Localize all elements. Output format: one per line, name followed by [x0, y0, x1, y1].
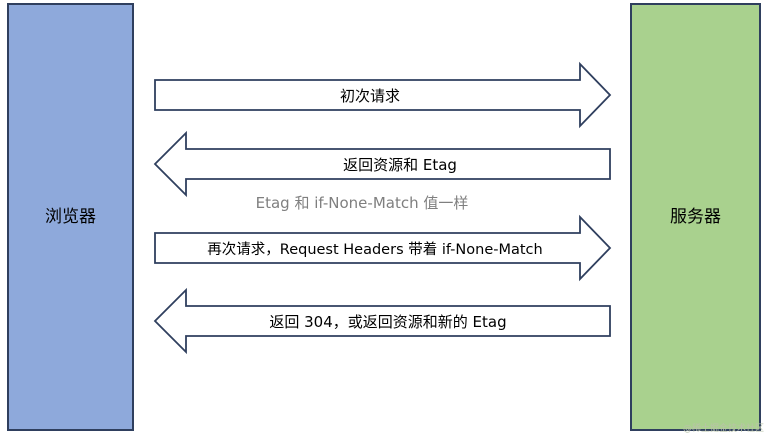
server-label: 服务器	[670, 207, 721, 227]
left-arrow-shape	[153, 130, 611, 198]
right-arrow-shape	[154, 61, 612, 129]
arrow-return-resource: 返回资源和 Etag	[153, 130, 611, 198]
server-node: 服务器	[630, 3, 761, 431]
arrow-label: 返回 304，或返回资源和新的 Etag	[269, 313, 506, 331]
browser-box	[7, 3, 134, 431]
watermark: @稀土掘金技术社区	[682, 424, 764, 434]
browser-node: 浏览器	[7, 3, 134, 431]
arrow-second-request: 再次请求，Request Headers 带着 if-None-Match	[154, 214, 612, 282]
arrow-initial-request: 初次请求	[154, 61, 612, 129]
arrow-label: 再次请求，Request Headers 带着 if-None-Match	[207, 241, 542, 258]
arrow-return-304: 返回 304，或返回资源和新的 Etag	[153, 287, 611, 355]
browser-label: 浏览器	[45, 207, 96, 227]
left-arrow-shape	[153, 287, 611, 355]
server-box	[630, 3, 761, 431]
arrow-label: 初次请求	[340, 87, 400, 105]
right-arrow-shape	[154, 214, 612, 282]
arrow-label: 返回资源和 Etag	[343, 156, 457, 174]
etag-note: Etag 和 if-None-Match 值一样	[256, 194, 469, 212]
